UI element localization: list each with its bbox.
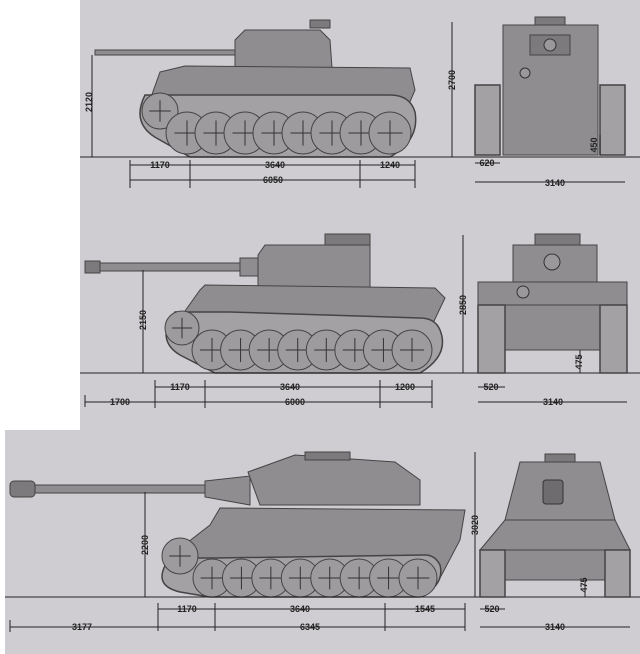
dim-rear: 1200	[395, 382, 415, 392]
tank-3-front-view	[478, 453, 631, 598]
gun-barrel	[99, 262, 261, 272]
wheel-hub-cross	[406, 566, 430, 590]
wheel-hub-cross	[257, 338, 282, 362]
dim-wheelbase: 3640	[280, 382, 300, 392]
cupola	[534, 233, 581, 246]
dim-total-height: 2700	[447, 70, 457, 90]
gun-mantlet	[204, 475, 251, 506]
road-wheels	[161, 537, 438, 598]
gun-bore	[543, 253, 561, 271]
dim-nose: 1170	[150, 160, 170, 170]
cupola	[324, 233, 371, 246]
dim-total-height: 3020	[470, 515, 480, 535]
road-wheels	[164, 310, 433, 371]
tank-2-front-view	[477, 233, 628, 374]
cupola	[309, 19, 331, 29]
right-track	[599, 304, 628, 374]
dimension-lines	[9, 22, 630, 632]
front-hull	[478, 519, 631, 551]
dim-clearance: 475	[579, 577, 589, 592]
front-hull	[477, 281, 628, 306]
dim-height: 2120	[84, 92, 94, 112]
dim-track-width: 520	[483, 382, 498, 392]
wheel-hub-cross	[288, 566, 312, 590]
wheel-hub-cross	[149, 100, 171, 122]
turret	[234, 29, 333, 69]
dim-total-height: 2850	[458, 295, 468, 315]
road-wheels	[141, 92, 412, 155]
cupola	[534, 16, 566, 26]
wheel-hub-cross	[377, 566, 400, 590]
wheel-hub-cross	[171, 317, 193, 339]
turret	[247, 454, 421, 506]
gun-barrel	[94, 49, 241, 56]
wheel-hub-cross	[285, 338, 310, 362]
dim-height: 2200	[140, 535, 150, 555]
muzzle-brake	[9, 480, 36, 498]
dim-track-width: 620	[479, 158, 494, 168]
dim-width: 3140	[545, 622, 565, 632]
dim-height: 2150	[138, 310, 148, 330]
left-track	[477, 304, 506, 374]
wheel-hub-cross	[377, 120, 403, 146]
wheel-hub-cross	[314, 338, 339, 362]
dim-nose: 1170	[177, 604, 197, 614]
wheel-hub-cross	[342, 338, 367, 362]
dim-length: 6000	[285, 397, 305, 407]
dim-length: 6050	[263, 175, 283, 185]
dim-wheelbase: 3640	[290, 604, 310, 614]
dim-overhang: 3177	[72, 622, 92, 632]
left-track	[474, 84, 501, 156]
wheel-hub-cross	[200, 566, 224, 590]
wheel-hub-cross	[228, 338, 253, 362]
lower-hull	[504, 549, 606, 581]
wheel-hub-cross	[400, 338, 424, 362]
dim-rear: 1545	[415, 604, 435, 614]
tank-3-side-view	[5, 451, 640, 598]
tank-1-side-view	[80, 19, 640, 158]
dim-clearance: 450	[589, 137, 599, 152]
dim-rear: 1240	[380, 160, 400, 170]
cupola	[304, 451, 351, 461]
gun-mantlet	[542, 479, 564, 505]
muzzle	[84, 260, 101, 274]
cupola	[544, 453, 576, 463]
gun-bore	[543, 38, 557, 52]
dim-width: 3140	[545, 178, 565, 188]
wheel-hub-cross	[200, 338, 224, 362]
bow-mg	[519, 67, 531, 79]
bow-mg	[516, 285, 530, 299]
dim-width: 3140	[543, 397, 563, 407]
dim-nose: 1170	[170, 382, 190, 392]
tank-2-side-view	[80, 233, 640, 374]
dim-length: 6345	[300, 622, 320, 632]
wheel-hub-cross	[259, 566, 283, 590]
gun-barrel	[34, 484, 211, 494]
right-track	[604, 549, 631, 598]
left-track	[479, 549, 506, 598]
wheel-hub-cross	[230, 566, 253, 590]
dim-clearance: 475	[574, 354, 584, 369]
dim-track-width: 520	[484, 604, 499, 614]
wheel-hub-cross	[169, 545, 191, 567]
dim-overhang: 1700	[110, 397, 130, 407]
wheel-hub-cross	[371, 338, 396, 362]
wheel-hub-cross	[318, 566, 342, 590]
right-track	[599, 84, 626, 156]
tank-1-front-view	[474, 16, 626, 156]
lower-hull	[504, 304, 601, 351]
dim-wheelbase: 3640	[265, 160, 285, 170]
wheel-hub-cross	[347, 566, 371, 590]
